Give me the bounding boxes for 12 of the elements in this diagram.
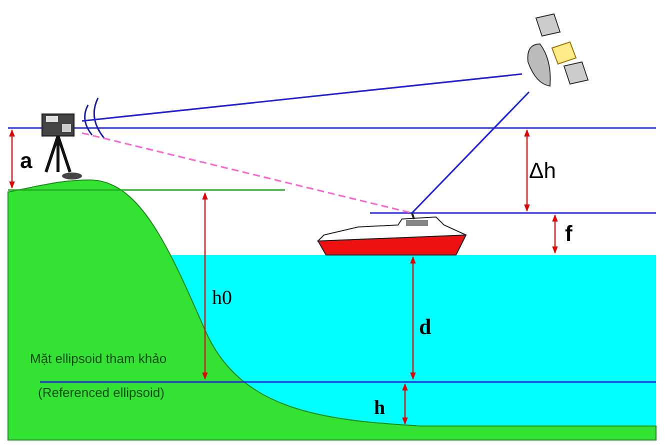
surface-label: (Referenced ellipsoid) <box>38 386 164 399</box>
surface-label: Mặt ellipsoid tham khảo <box>30 352 167 365</box>
boat-drawing <box>318 213 468 257</box>
dimension-label: f <box>565 223 572 245</box>
signal-line <box>82 73 522 122</box>
dimension-label: h0 <box>212 288 232 308</box>
dimension-label: d <box>419 316 432 338</box>
dimension-label: a <box>20 150 32 172</box>
signal-line <box>411 91 530 214</box>
sight-line <box>82 132 412 214</box>
dimension-label: h <box>374 398 386 418</box>
dimension-label: Δh <box>529 160 556 182</box>
